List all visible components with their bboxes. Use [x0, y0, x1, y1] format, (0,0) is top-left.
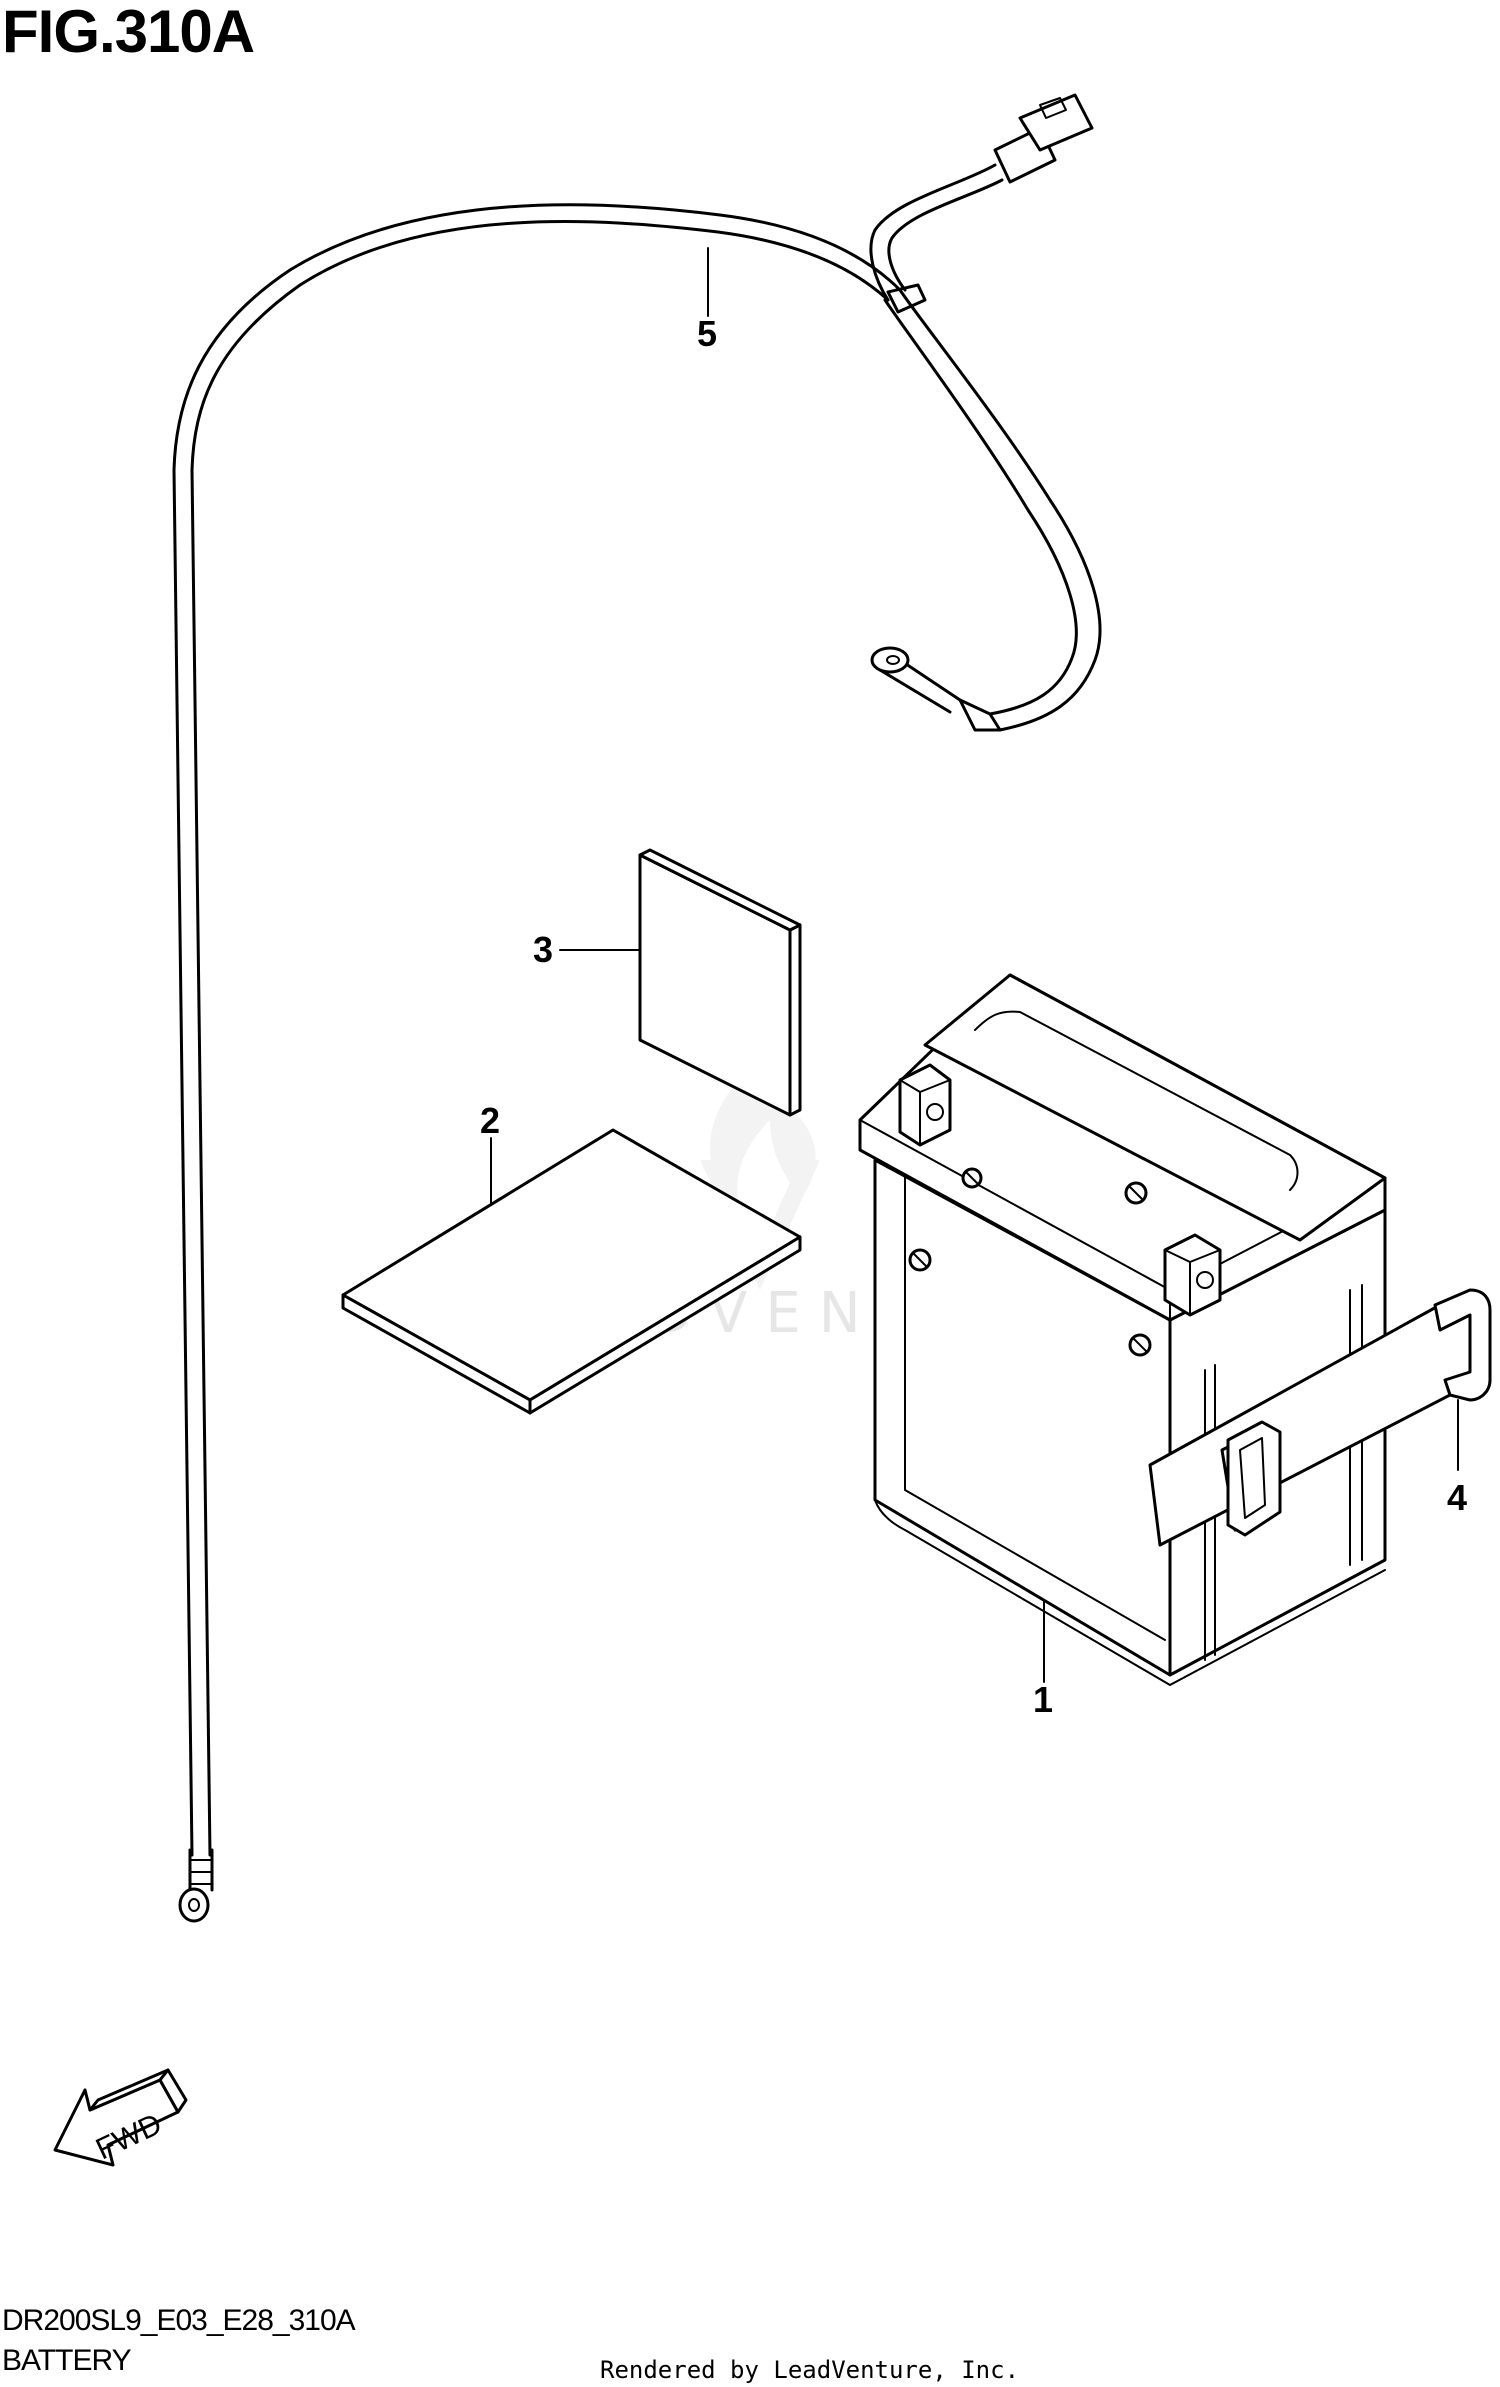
figure-title: FIG.310A — [2, 0, 254, 65]
model-code: DR200SL9_E03_E28_310A — [2, 2304, 356, 2337]
callout-4: 4 — [1447, 1477, 1467, 1518]
battery-band — [1148, 1288, 1492, 1547]
fwd-arrow-icon: FWD — [53, 2068, 188, 2167]
callout-2: 2 — [480, 1100, 500, 1141]
battery — [858, 973, 1492, 1686]
battery-lead-wire — [172, 93, 1102, 1923]
callout-3: 3 — [533, 929, 553, 970]
render-credit: Rendered by LeadVenture, Inc. — [600, 2356, 1019, 2384]
manual-sheet — [341, 1128, 802, 1415]
label-card — [638, 848, 802, 1117]
section-name: BATTERY — [2, 2344, 132, 2377]
callout-1: 1 — [1033, 1679, 1053, 1720]
callout-5: 5 — [697, 313, 717, 354]
